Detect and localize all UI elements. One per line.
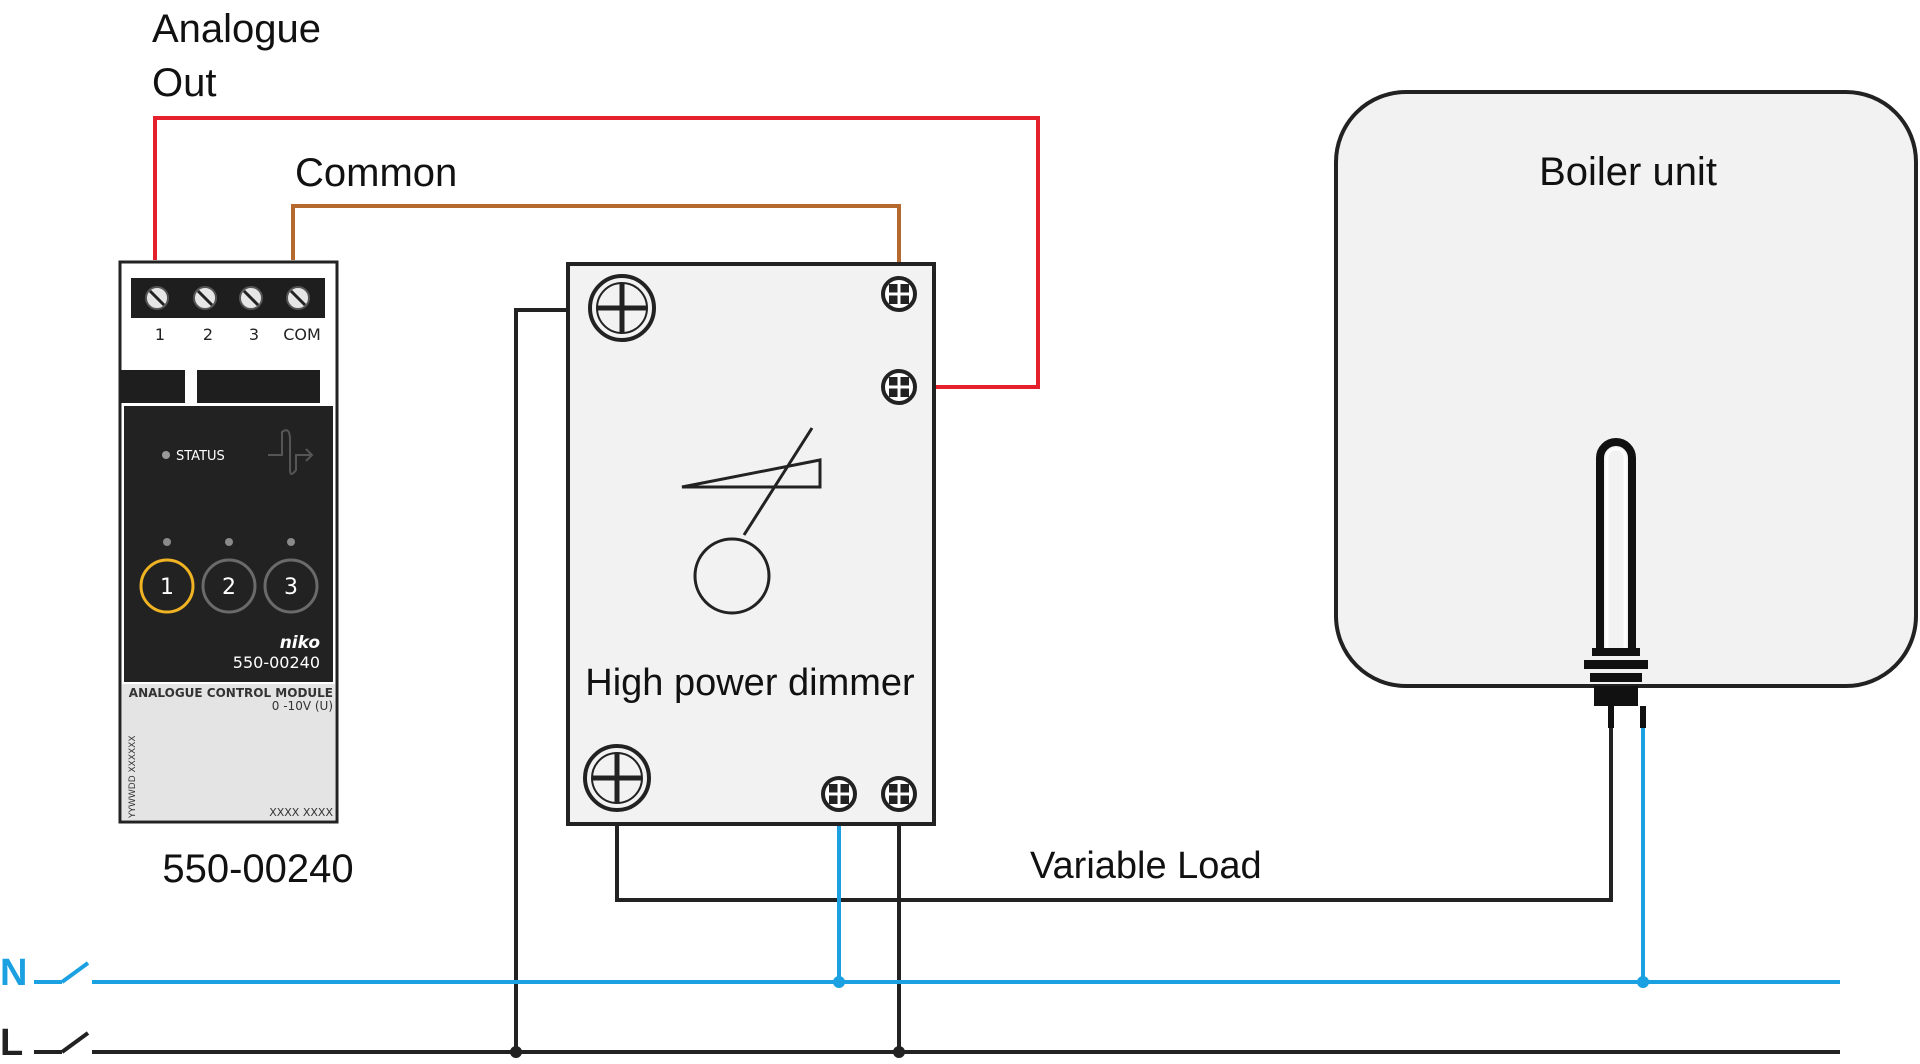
channel-button-2[interactable]: 2 xyxy=(201,558,257,614)
switch-icon xyxy=(34,961,90,984)
module-band xyxy=(197,370,320,403)
channel-led xyxy=(225,538,233,546)
terminal-screw-icon xyxy=(881,369,917,405)
high-power-dimmer-label: High power dimmer xyxy=(585,662,915,704)
dimmer-symbol-icon xyxy=(681,427,822,615)
junction-dot xyxy=(833,976,845,988)
terminal-label-2: 2 xyxy=(203,325,213,344)
boiler-unit-label: Boiler unit xyxy=(1539,150,1717,194)
neutral-supply: N xyxy=(0,952,90,994)
high-power-dimmer: High power dimmer xyxy=(566,262,936,826)
terminal-screw-icon xyxy=(881,276,917,312)
boiler-unit: Boiler unit xyxy=(1334,90,1918,728)
variable-load-label: Variable Load xyxy=(1030,845,1262,887)
terminal-screw-icon xyxy=(239,286,263,310)
terminal-screw-icon xyxy=(145,286,169,310)
module-range: 0 -10V (U) xyxy=(272,699,333,713)
status-led xyxy=(162,451,170,459)
channel-led xyxy=(287,538,295,546)
heating-element-icon xyxy=(1584,438,1648,728)
terminal-label-com: COM xyxy=(283,325,321,344)
junction-dot xyxy=(1637,976,1649,988)
channel-button-1[interactable]: 1 xyxy=(139,558,195,614)
channel-button-label: 2 xyxy=(222,575,236,600)
live-feed-wire xyxy=(514,308,588,1050)
analogue-control-module: 1 2 3 COM STATUS 1 2 3 niko 550-00240 xyxy=(118,260,339,824)
wires xyxy=(92,116,1840,1058)
module-part-number-label: 550-00240 xyxy=(162,847,353,891)
live-label: L xyxy=(0,1022,23,1064)
terminal-screw-icon xyxy=(881,776,917,812)
variable-load-wire xyxy=(615,728,1613,902)
brand-logo: niko xyxy=(280,633,321,653)
module-side-code: YYWWDD XXXXXX xyxy=(128,735,138,819)
channel-button-3[interactable]: 3 xyxy=(263,558,319,614)
module-description: ANALOGUE CONTROL MODULE xyxy=(129,686,333,700)
switch-icon xyxy=(34,1031,90,1054)
mounting-screw-icon xyxy=(588,274,656,342)
junction-dot xyxy=(510,1046,522,1058)
status-label: STATUS xyxy=(176,449,225,464)
junction-dot xyxy=(893,1046,905,1058)
terminal-label-1: 1 xyxy=(155,325,165,344)
common-label: Common xyxy=(295,151,457,195)
analogue-signal-icon xyxy=(268,429,314,475)
module-label-area xyxy=(122,684,335,820)
model-label: 550-00240 xyxy=(233,653,320,672)
neutral-label: N xyxy=(0,952,27,994)
analogue-out-wire xyxy=(153,116,1040,389)
analogue-out-label-line1: Analogue xyxy=(152,7,321,51)
module-serial: XXXX XXXX xyxy=(269,806,333,819)
terminal-screw-icon xyxy=(286,286,310,310)
channel-led xyxy=(163,538,171,546)
common-wire xyxy=(291,204,901,285)
mounting-screw-icon xyxy=(583,744,651,812)
terminal-screw-icon xyxy=(193,286,217,310)
module-band xyxy=(120,370,185,403)
channel-button-label: 1 xyxy=(160,575,174,600)
channel-button-label: 3 xyxy=(284,575,298,600)
live-supply: L xyxy=(0,1022,90,1064)
terminal-screw-icon xyxy=(821,776,857,812)
analogue-out-label-line2: Out xyxy=(152,61,216,105)
terminal-label-3: 3 xyxy=(249,325,259,344)
terminal-screws xyxy=(145,286,310,310)
